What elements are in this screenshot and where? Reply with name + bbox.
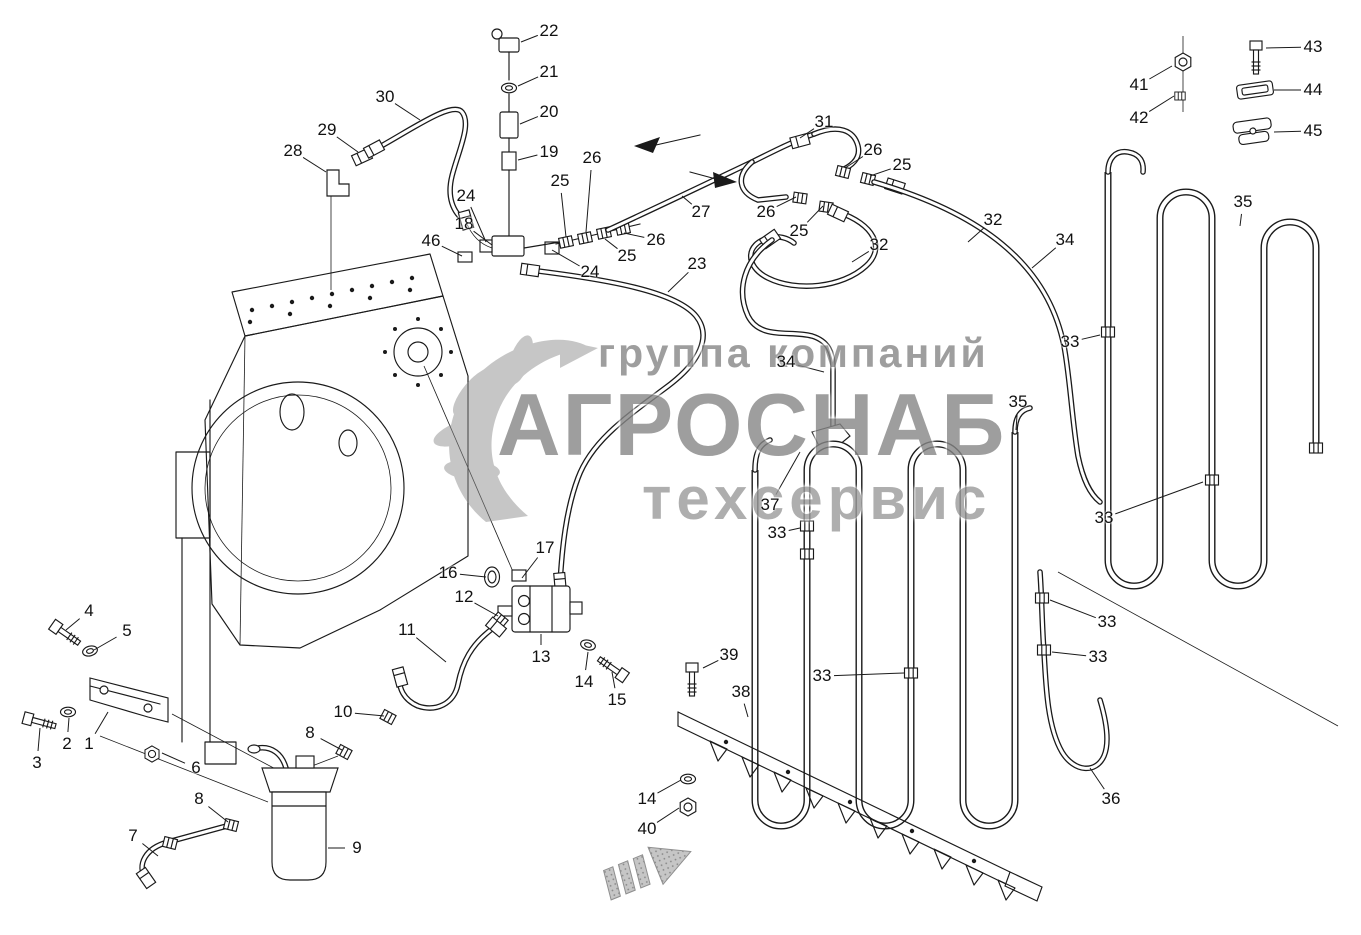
leader-line (611, 671, 616, 689)
top-left-hose (326, 109, 475, 231)
leader-line (775, 451, 801, 495)
leader-line (93, 636, 117, 651)
leader-line (1148, 95, 1175, 113)
leader-line (1149, 65, 1173, 80)
fastener-set-top-right (1174, 36, 1274, 146)
hose-11 (311, 616, 508, 767)
leader-line (585, 169, 592, 233)
leader-line (441, 245, 463, 257)
leader-line (604, 238, 618, 250)
leader-line (1015, 413, 1018, 431)
leader-line (851, 250, 870, 263)
leader-line (585, 651, 589, 671)
right-coil (1057, 152, 1339, 727)
leader-line (1031, 247, 1057, 269)
leader-line (37, 727, 41, 752)
panel-edge-line (1057, 571, 1339, 727)
leader-line (354, 712, 385, 717)
gearbox-housing (99, 190, 515, 803)
flow-arrow (602, 846, 692, 901)
leader-line (1089, 767, 1105, 790)
leader-line (470, 206, 487, 243)
leader-line (657, 779, 682, 794)
leader-line (1265, 46, 1302, 49)
leader-line (517, 76, 539, 87)
leader-line (797, 364, 825, 373)
leader-line (65, 618, 81, 631)
coil-connecting-hoses (1034, 572, 1107, 768)
leader-line (799, 128, 815, 139)
leader-line (519, 116, 539, 125)
leader-line (521, 557, 539, 579)
toothed-bar (677, 662, 1043, 902)
leader-line (336, 136, 359, 153)
leader-line (806, 205, 824, 223)
leader-line (702, 659, 719, 669)
leader-line (415, 637, 447, 663)
leader-line (560, 192, 567, 238)
leader-line (302, 156, 327, 173)
leader-line (459, 573, 487, 578)
leader-line (1051, 651, 1087, 657)
leader-line (551, 249, 580, 267)
leader-line (520, 34, 538, 43)
mount-bracket (21, 618, 169, 733)
leader-lines (37, 34, 1302, 857)
hose-23 (519, 262, 703, 593)
branch-loop-32 (741, 162, 875, 449)
leader-line (1115, 481, 1204, 515)
pipe-run-upper (555, 129, 1100, 502)
oil-filter (247, 744, 339, 881)
leader-line (474, 602, 499, 617)
leader-line (667, 271, 689, 293)
leader-line (161, 752, 186, 764)
leader-line (517, 154, 538, 161)
leader-line (320, 738, 343, 751)
inlet-fitting-stack (457, 28, 561, 263)
watermark-laurel-icon (433, 335, 598, 522)
leader-line (869, 168, 891, 177)
gear-pump (483, 566, 583, 633)
leader-line (208, 806, 229, 823)
leader-line (1049, 599, 1096, 619)
leader-line (1239, 213, 1242, 227)
leader-line (833, 672, 905, 677)
direction-arrows (634, 134, 737, 188)
leader-line (743, 703, 749, 718)
leader-line (844, 156, 864, 169)
leader-line (681, 195, 693, 205)
leader-line (623, 232, 645, 238)
leader-line (776, 196, 797, 208)
leader-line (67, 717, 70, 733)
leader-line (94, 711, 109, 734)
leader-line (788, 527, 801, 531)
leader-line (394, 103, 421, 121)
bottom-left-hose (135, 745, 240, 890)
center-coil (755, 408, 1030, 826)
leader-line (967, 227, 985, 243)
leader-line (473, 230, 493, 246)
leader-line (1081, 334, 1101, 340)
leader-line (142, 843, 159, 857)
leader-line (656, 807, 680, 823)
leader-line (1273, 130, 1302, 133)
